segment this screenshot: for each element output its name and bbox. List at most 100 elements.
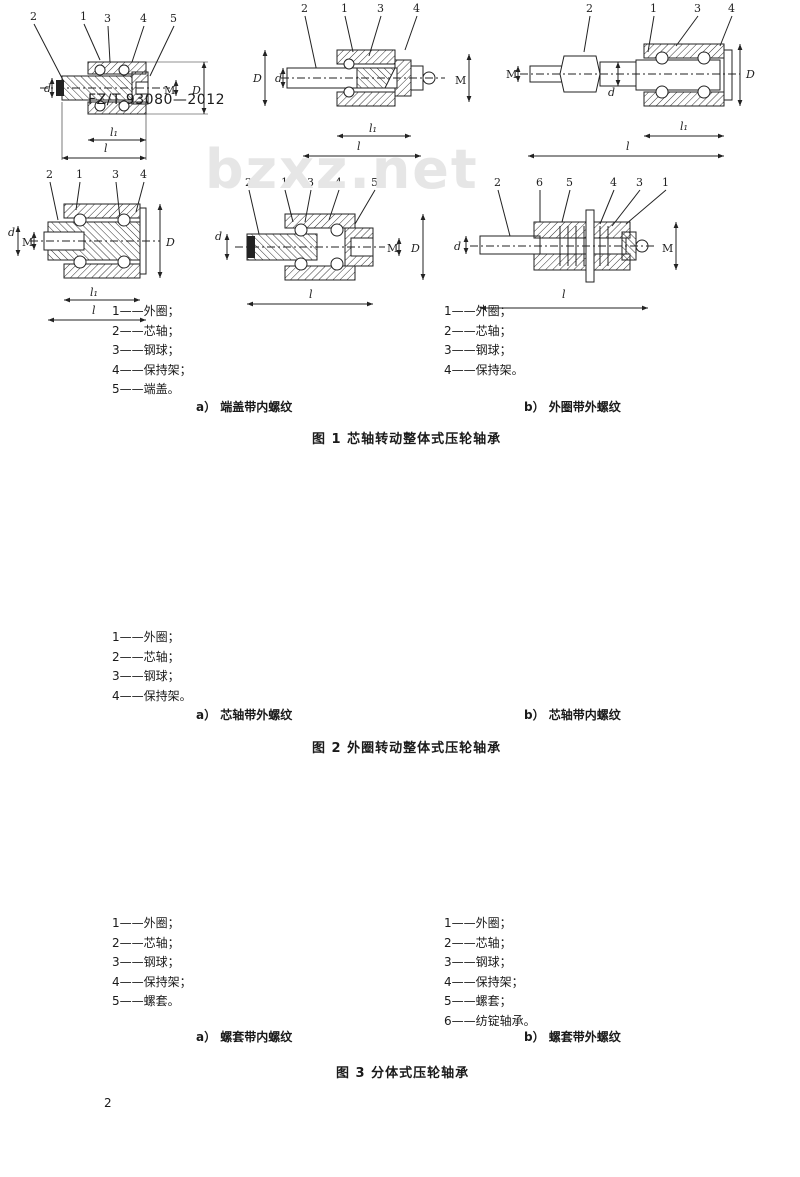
figure3a-legend: 1——外圈； 2——芯轴； 3——钢球； 4——保持架； 5——螺套。 [112,914,192,1012]
callout-1: 1 [341,2,348,15]
dim-l: l [626,140,630,153]
dim-l: l [104,142,108,155]
dim-D: D [191,84,201,97]
legend-item: 5——端盖。 [112,382,180,396]
figure3b-subcaption: b） 螺套带外螺纹 [524,1030,621,1044]
figure1a-callouts: 2 1 3 4 5 [30,10,177,25]
legend-item: 1——外圈； [444,916,512,930]
callout-1: 1 [80,10,87,23]
figure1b-legend: 1——外圈； 2——芯轴； 3——钢球； 4——保持架。 [444,302,524,380]
figure1-caption: 图 1 芯轴转动整体式压轮轴承 [312,432,502,447]
dim-d: d [8,226,15,239]
legend-item: 1——外圈； [112,916,180,930]
legend-item: 4——保持架。 [444,362,524,377]
callout-5: 5 [566,176,573,189]
callout-1: 1 [76,168,83,181]
figure1a-drawing: 2 1 3 4 5 d M D l₁ l [30,10,208,161]
dim-d: d [44,82,51,95]
dim-l: l [309,288,313,301]
dim-l: l [92,304,96,317]
callout-4: 4 [610,176,617,189]
legend-item: 1——外圈； [112,304,180,318]
figure1a-legend: 1——外圈； 2——芯轴； 3——钢球； 4——保持架； 5——端盖。 [112,302,192,400]
callout-2: 2 [30,10,37,23]
legend-item: 6——纺锭轴承。 [444,1013,536,1028]
callout-2: 2 [586,2,593,15]
legend-item: 4——保持架； [444,974,524,989]
figure2a-drawing: 2 1 3 4 M d D l₁ l [506,2,755,159]
figure1b-drawing: 2 1 3 4 D d M l₁ l [252,2,472,159]
callout-1: 1 [650,2,657,15]
dim-d: d [275,72,282,85]
callout-4: 4 [335,176,342,189]
callout-3: 3 [636,176,643,189]
callout-2: 2 [245,176,252,189]
figure2b-subcaption: b） 芯轴带内螺纹 [524,708,621,722]
legend-item: 4——保持架。 [112,688,192,703]
dim-M: M [387,242,398,255]
dim-M: M [164,84,175,97]
callout-6: 6 [536,176,543,189]
legend-item: 4——保持架； [112,974,192,989]
legend-item: 1——外圈； [112,630,180,644]
figure1b-subcaption: b） 外圈带外螺纹 [524,400,621,414]
figure3-caption: 图 3 分体式压轮轴承 [336,1066,470,1081]
figure2a-subcaption: a） 芯轴带外螺纹 [196,708,293,722]
legend-item: 1——外圈； [444,304,512,318]
callout-2: 2 [46,168,53,181]
dim-D: D [410,242,420,255]
legend-item: 2——芯轴； [112,649,180,664]
callout-1: 1 [662,176,669,189]
figure2-caption: 图 2 外圈转动整体式压轮轴承 [312,741,502,756]
dim-d: d [454,240,461,253]
legend-item: 3——钢球； [444,955,512,969]
callout-1: 1 [281,176,288,189]
dim-D: D [745,68,755,81]
watermark: bzxz.net [205,138,479,201]
dim-l1: l₁ [680,120,688,133]
callout-2: 2 [301,2,308,15]
dim-M: M [662,242,673,255]
legend-item: 5——螺套； [444,994,512,1008]
figure3a-drawing: 2 1 3 4 5 d M D l [215,176,426,307]
figure3a-subcaption: a） 螺套带内螺纹 [196,1030,293,1044]
dim-l: l [562,288,566,301]
callout-3: 3 [104,12,111,25]
figure3b-drawing: 2 6 5 4 3 1 d M l [454,176,679,311]
standard-number: FZ/T 93080—2012 [88,92,226,108]
callout-5: 5 [371,176,378,189]
page-number: 2 [104,1096,112,1110]
legend-item: 5——螺套。 [112,994,180,1008]
dim-D: D [165,236,175,249]
callout-5: 5 [170,12,177,25]
legend-item: 4——保持架； [112,362,192,377]
callout-3: 3 [112,168,119,181]
dim-d: d [608,86,615,99]
callout-4: 4 [413,2,420,15]
dim-l1: l₁ [110,126,118,139]
dim-l1: l₁ [369,122,377,135]
dim-D: D [252,72,262,85]
callout-4: 4 [140,12,147,25]
dim-M: M [22,236,33,249]
callout-3: 3 [694,2,701,15]
figure2b-drawing: 2 1 3 4 d M D l₁ l [8,168,175,323]
legend-item: 3——钢球； [444,343,512,357]
callout-3: 3 [377,2,384,15]
callout-4: 4 [728,2,735,15]
dim-l: l [357,140,361,153]
callout-4: 4 [140,168,147,181]
figure3b-legend: 1——外圈； 2——芯轴； 3——钢球； 4——保持架； 5——螺套； 6——纺… [444,914,536,1031]
figure1a-subcaption: a） 端盖带内螺纹 [196,400,293,414]
legend-item: 2——芯轴； [112,323,180,338]
legend-item: 2——芯轴； [444,935,512,950]
legend-item: 2——芯轴； [112,935,180,950]
legend-item: 3——钢球； [112,669,180,683]
callout-3: 3 [307,176,314,189]
figure2a-legend: 1——外圈； 2——芯轴； 3——钢球； 4——保持架。 [112,628,192,706]
legend-item: 2——芯轴； [444,323,512,338]
dim-d: d [215,230,222,243]
dim-l1: l₁ [90,286,98,299]
dim-M: M [506,68,517,81]
callout-2: 2 [494,176,501,189]
